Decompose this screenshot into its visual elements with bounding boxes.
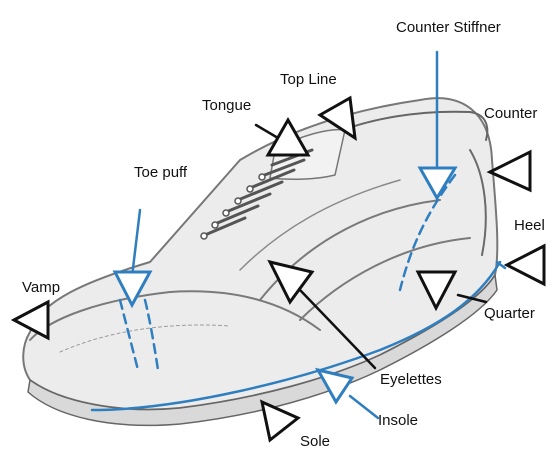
label-toe-puff: Toe puff: [134, 164, 188, 181]
counter-arrow-icon: [490, 152, 530, 190]
label-heel: Heel: [514, 217, 545, 234]
label-counter: Counter: [484, 105, 537, 122]
tongue-pointer: [256, 125, 278, 138]
label-eyelettes: Eyelettes: [380, 371, 442, 388]
label-insole: Insole: [378, 412, 418, 429]
label-vamp: Vamp: [22, 279, 60, 296]
heel-arrow-icon: [507, 246, 544, 284]
shoe-body: [23, 98, 497, 409]
label-quarter: Quarter: [484, 305, 535, 322]
label-counter-stiffner: Counter Stiffner: [396, 19, 501, 36]
blue-pointer-insole: [350, 396, 378, 418]
label-sole: Sole: [300, 433, 330, 450]
label-tongue: Tongue: [202, 97, 251, 114]
sole-arrow-icon: [262, 402, 298, 440]
label-top-line: Top Line: [280, 71, 337, 88]
